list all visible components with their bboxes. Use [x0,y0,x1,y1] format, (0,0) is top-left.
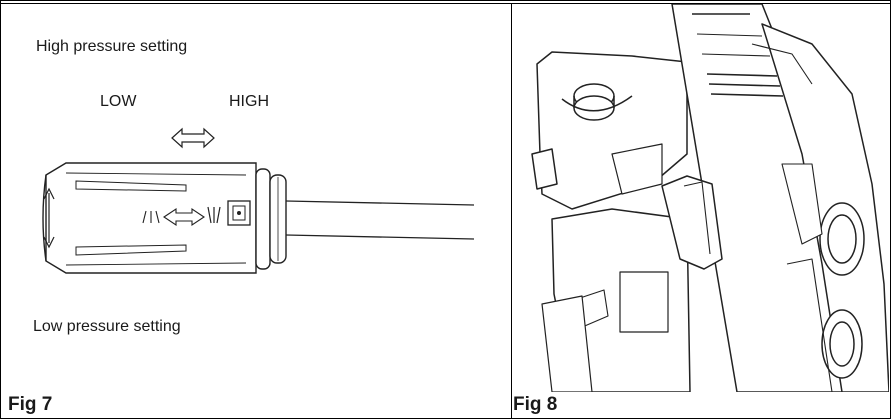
top-rule [0,3,891,4]
fig7-caption: Fig 7 [8,394,53,415]
fig8-caption: Fig 8 [513,394,558,415]
panel-divider [511,3,512,419]
nozzle-illustration [42,162,475,274]
low-direction-label: LOW [100,93,137,110]
pressure-washer-illustration [531,4,889,392]
low-pressure-setting-label: Low pressure setting [33,318,181,335]
high-direction-label: HIGH [229,93,269,110]
double-arrow-icon [171,127,215,149]
high-pressure-setting-label: High pressure setting [36,38,188,55]
